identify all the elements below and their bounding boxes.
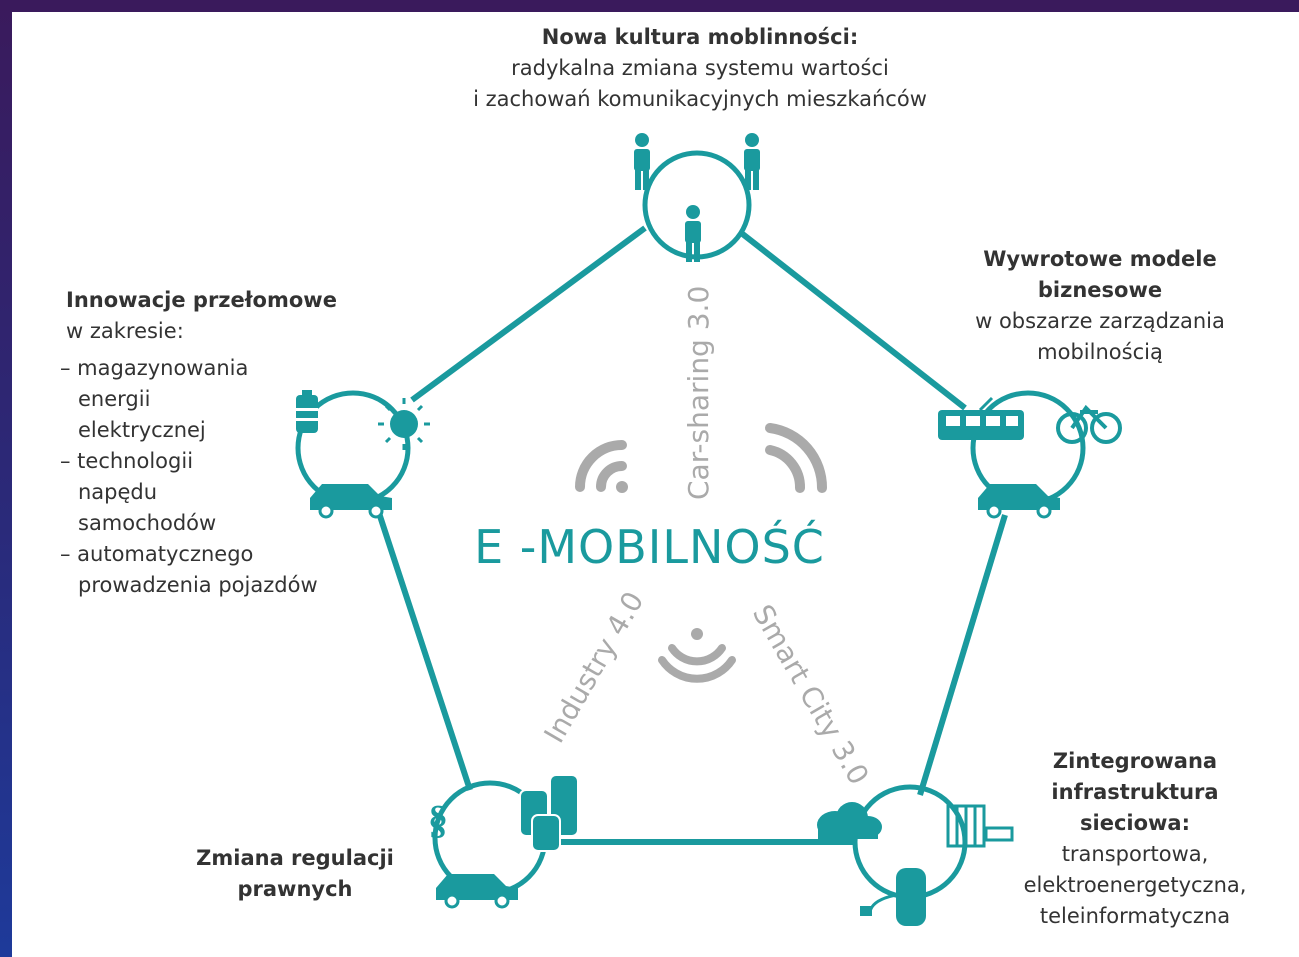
car-icon-right — [978, 484, 1060, 519]
axis-label-industry: Industry 4.0 — [537, 586, 650, 749]
left-item-2b: napędu — [78, 480, 158, 504]
bottom-right-line-2: elektroenergetyczna, — [1023, 873, 1247, 897]
tram-icon — [938, 396, 1024, 440]
left-subtitle: w zakresie: — [66, 319, 184, 343]
coins-icon — [519, 774, 579, 852]
person-icon — [744, 133, 760, 190]
edge-top-right — [738, 229, 967, 411]
bottom-left-title-2: prawnych — [237, 877, 353, 901]
right-line-2: mobilnością — [1037, 340, 1163, 364]
right-title-1: Wywrotowe modele — [983, 247, 1217, 271]
wifi-dot — [616, 481, 628, 493]
person-icon — [634, 133, 650, 190]
axis-label-smart-city: Smart City 3.0 — [746, 599, 876, 790]
top-line-2: i zachowań komunikacyjnych mieszkańców — [473, 87, 927, 111]
right-title-2: biznesowe — [1037, 278, 1163, 302]
top-node-label: Nowa kultura moblinności: radykalna zmia… — [420, 22, 980, 115]
bottom-left-node-label: Zmiana regulacji prawnych — [175, 843, 415, 905]
right-line-1: w obszarze zarządzania — [975, 309, 1225, 333]
wifi-icon-left — [575, 440, 627, 492]
bottom-right-node-label: Zintegrowana infrastruktura sieciowa: tr… — [990, 746, 1280, 932]
left-item-1a: – magazynowania — [60, 356, 249, 380]
car-icon-left — [310, 484, 392, 519]
people-icon — [634, 133, 760, 262]
top-line-1: radykalna zmiana systemu wartości — [511, 56, 889, 80]
battery-icon — [296, 390, 318, 433]
sun-icon — [378, 398, 430, 450]
left-item-1c: elektrycznej — [78, 418, 206, 442]
edge-top-left — [410, 225, 647, 403]
bottom-right-title-3: sieciowa: — [1080, 811, 1190, 835]
left-item-3b: prowadzenia pojazdów — [78, 573, 318, 597]
left-item-2a: – technologii — [60, 449, 194, 473]
section-sign-icon: § — [428, 797, 448, 842]
power-grid-icon — [946, 804, 1014, 848]
car-icon-bottom — [436, 874, 518, 909]
bottom-right-line-1: transportowa, — [1061, 842, 1209, 866]
edge-left-bottom — [375, 509, 473, 791]
charging-station-icon — [860, 868, 926, 926]
right-node-label: Wywrotowe modele biznesowe w obszarze za… — [940, 244, 1260, 368]
bottom-left-title-1: Zmiana regulacji — [196, 846, 394, 870]
left-item-3a: – automatycznego — [60, 542, 254, 566]
bicycle-icon — [1056, 404, 1122, 444]
wifi-dot — [691, 628, 703, 640]
bottom-right-line-3: teleinformatyczna — [1039, 904, 1231, 928]
left-title: Innowacje przełomowe — [66, 288, 337, 312]
wifi-icon-bottom — [658, 644, 736, 683]
wifi-icon-right — [765, 423, 828, 493]
bottom-right-title-2: infrastruktura — [1051, 780, 1219, 804]
center-title: E -MOBILNOŚĆ — [474, 520, 825, 574]
top-title: Nowa kultura moblinności: — [541, 25, 859, 49]
left-node-label: Innowacje przełomowe w zakresie: – magaz… — [60, 285, 386, 601]
left-item-2c: samochodów — [78, 511, 217, 535]
cloud-icon — [817, 802, 882, 839]
bottom-right-title-1: Zintegrowana — [1052, 749, 1218, 773]
pentagon-edges — [375, 225, 1008, 845]
person-icon — [685, 205, 701, 262]
left-item-1b: energii — [78, 387, 151, 411]
diagram-panel — [12, 12, 1299, 957]
edge-right-bottom — [917, 514, 1008, 796]
axis-label-car-sharing: Car-sharing 3.0 — [682, 286, 715, 500]
